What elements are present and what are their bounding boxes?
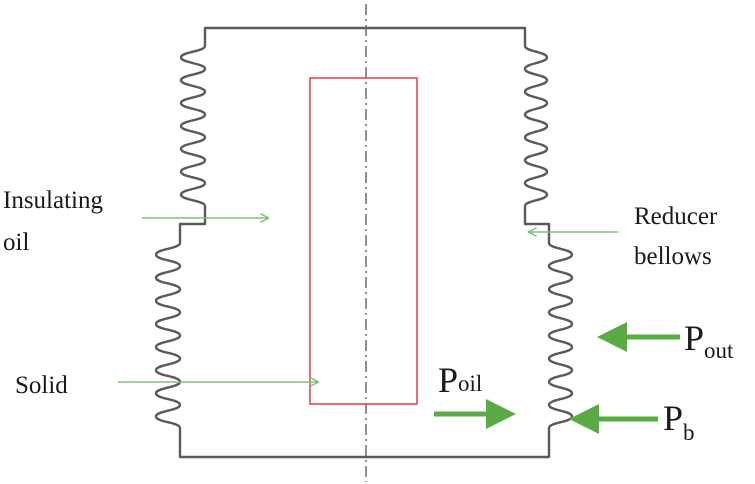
p-b-label: Pb	[663, 398, 695, 445]
solid-label: Solid	[15, 372, 68, 399]
p-oil-label: Poil	[438, 360, 482, 400]
insulating-oil-label-line1: Insulating	[3, 187, 103, 214]
p-out-label: Pout	[684, 318, 734, 363]
reducer-bellows-label-line1: Reducer	[634, 203, 718, 230]
solid-block	[309, 77, 418, 405]
bellows-outline	[154, 26, 574, 459]
reducer-bellows-label-line2: bellows	[634, 243, 712, 270]
insulating-oil-label-line2: oil	[3, 229, 29, 256]
